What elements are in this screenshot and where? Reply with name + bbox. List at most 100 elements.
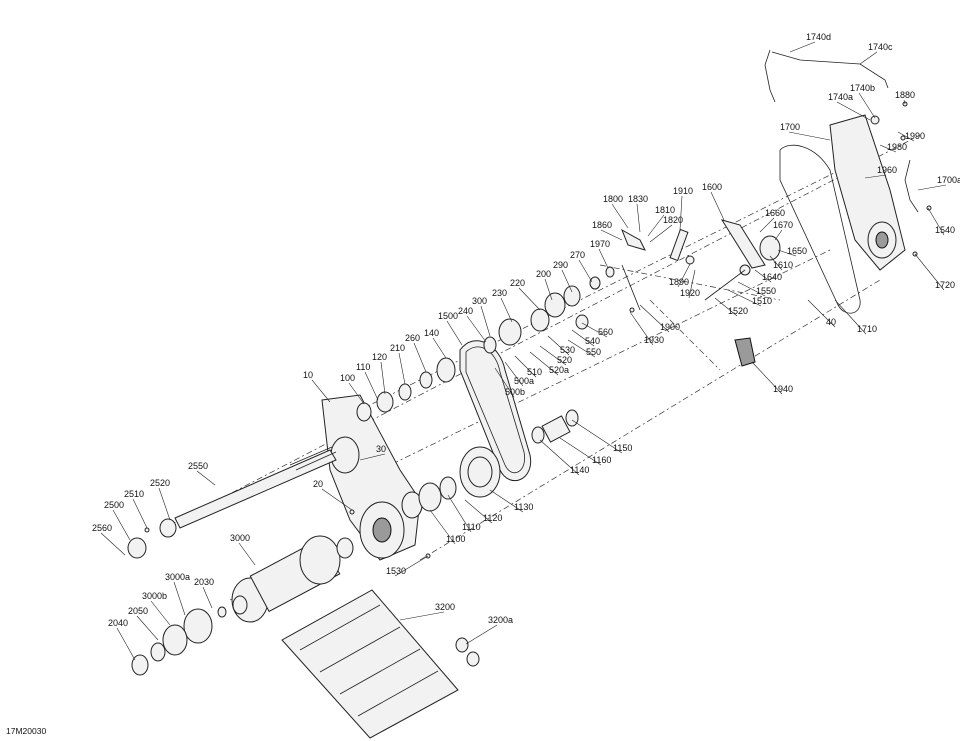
callout-leader-line [380,361,386,395]
shift-drum-shapes [704,219,781,301]
callout-leader-line [529,351,559,376]
callout-leader-line [150,600,171,626]
callout-leader-line [677,263,691,288]
callout-leader-line [489,489,524,513]
callout-leader-line [858,92,876,119]
callout-leader-line [432,337,447,359]
drive-chain-shape [459,340,532,482]
callout-label-1530: 1530 [386,566,406,576]
callout-leader-line [897,131,915,142]
callout-label-1700: 1700 [780,122,800,132]
callout-leader-line [514,355,537,378]
callout-leader-line [561,269,573,293]
callout-leader-line [202,586,213,609]
callout-leader-line [544,278,553,301]
callout-label-1900: 1900 [660,322,680,332]
callout-leader-line [769,255,783,271]
callout-leader-line [466,315,487,343]
callout-leader-line [639,304,670,333]
callout-label-1510: 1510 [752,296,772,306]
callout-leader-line [807,299,836,328]
callout-label-2030: 2030 [194,577,214,587]
callout-leader-line [578,259,593,283]
callout-leader-line [879,144,897,153]
callout-label-1980: 1980 [887,142,907,152]
callout-leader-line [649,224,673,243]
callout-leader-line [754,269,772,283]
callout-label-500a: 500a [514,376,534,386]
callout-leader-line [629,311,654,346]
callout-leader-line [518,287,541,311]
callout-leader-line [836,101,871,121]
callout-label-3000a: 3000a [165,572,190,582]
output-bearings-shapes [401,409,579,519]
callout-leader-line [464,499,493,524]
callout-leader-line [364,371,379,401]
callout-label-1940: 1940 [773,384,793,394]
callout-label-30: 30 [376,444,386,454]
callout-label-10: 10 [303,370,313,380]
callout-label-1970: 1970 [590,239,610,249]
callout-leader-line [100,532,126,556]
callout-label-120: 120 [372,352,387,362]
callout-label-3000: 3000 [230,533,250,543]
callout-label-520a: 520a [549,365,569,375]
callout-label-1100: 1100 [446,534,465,544]
callout-leader-line [238,542,256,566]
callout-leader-line [321,488,353,511]
callout-label-1810: 1810 [655,205,675,215]
callout-leader-line [539,345,567,366]
callout-label-540: 540 [585,336,600,346]
callout-label-2520: 2520 [150,478,170,488]
callout-leader-line [864,174,887,179]
callout-leader-line [446,320,463,346]
callout-label-1140: 1140 [570,465,589,475]
callout-leader-line [917,184,947,191]
callout-leader-line [859,51,878,65]
callout-leader-line [158,487,171,521]
callout-leader-line [173,581,186,616]
callout-label-1520: 1520 [728,306,748,316]
callout-label-510: 510 [527,367,542,377]
callout-leader-line [494,367,515,398]
callout-label-300: 300 [472,296,487,306]
callout-leader-line [311,379,331,403]
callout-leader-line [737,281,766,297]
callout-leader-line [116,627,136,661]
callout-label-2500: 2500 [104,500,124,510]
spring-plate-shape [281,589,480,739]
callout-label-1700a: 1700a [937,175,960,185]
callout-leader-line [399,611,445,621]
callout-label-1670: 1670 [773,220,793,230]
callout-leader-line [581,322,608,338]
differential-shapes [131,535,354,676]
callout-leader-line [789,41,816,53]
callout-label-290: 290 [553,260,568,270]
callout-label-500b: 500b [505,387,525,397]
main-shaft-shape [174,446,337,529]
callout-leader-line [759,217,775,233]
callout-label-1130: 1130 [514,502,533,512]
callout-label-3200a: 3200a [488,615,513,625]
callout-label-2050: 2050 [128,606,148,616]
callout-leader-line [598,248,609,269]
cover-and-gasket-shapes [779,114,906,314]
callout-label-520: 520 [557,355,572,365]
callout-leader-line [777,249,797,257]
callout-label-1740c: 1740c [868,42,893,52]
callout-label-1930: 1930 [644,335,664,345]
shift-mechanism-shapes [621,228,695,311]
callout-leader-line [903,99,906,105]
callout-label-1920: 1920 [680,288,700,298]
callout-leader-line [834,299,867,335]
callout-label-2550: 2550 [188,461,208,471]
callout-label-270: 270 [570,250,585,260]
callout-leader-line [447,494,472,533]
callout-label-220: 220 [510,278,525,288]
callout-label-140: 140 [424,328,439,338]
callout-leader-line [132,498,148,529]
callout-leader-line [504,361,524,387]
callout-label-2560: 2560 [92,523,112,533]
callout-leader-line [679,195,683,231]
callout-leader-line [394,555,429,577]
